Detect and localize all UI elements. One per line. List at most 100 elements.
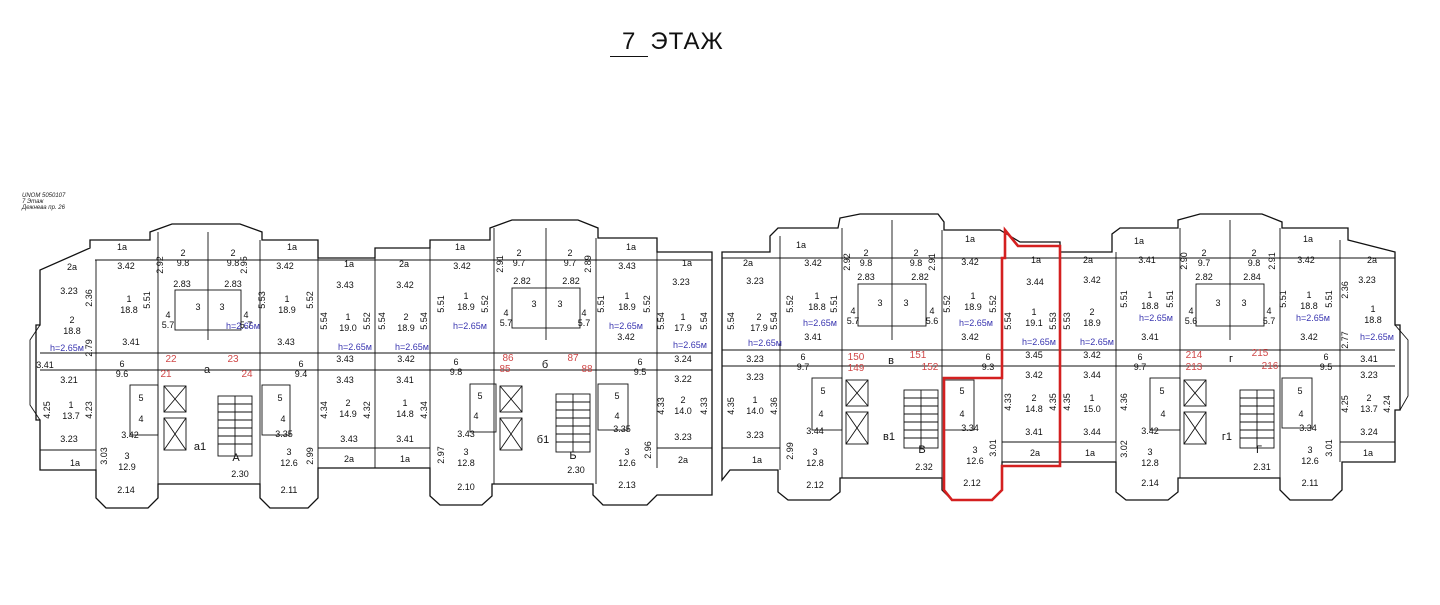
plan-label: 3.35 — [275, 429, 293, 439]
plan-label: 5.7 — [500, 318, 513, 328]
plan-label: 1a — [682, 258, 692, 268]
plan-label: 18.9 — [1083, 318, 1101, 328]
plan-label: 5 — [959, 386, 964, 396]
plan-label: 9.3 — [982, 362, 995, 372]
plan-label: 17.9 — [750, 323, 768, 333]
vertical-dimension: 5.53 — [1048, 312, 1058, 330]
apartment-number: 85 — [499, 364, 511, 375]
plan-label: 6 — [1323, 352, 1328, 362]
plan-label: 2 — [1201, 248, 1206, 258]
plan-label: 1a — [626, 242, 636, 252]
plan-label: 6 — [453, 357, 458, 367]
plan-label: 3.35 — [613, 424, 631, 434]
plan-label: 5 — [477, 391, 482, 401]
plan-label: 3.41 — [804, 332, 822, 342]
plan-label: 3.34 — [961, 423, 979, 433]
plan-label: 1 — [1031, 307, 1036, 317]
vertical-dimension: 2.92 — [155, 256, 165, 274]
vertical-dimension: 2.36 — [1340, 281, 1350, 299]
plan-label: 2.13 — [618, 480, 636, 490]
section-letter: А — [232, 452, 240, 464]
plan-label: 5.6 — [1185, 316, 1198, 326]
plan-label: 1a — [965, 234, 975, 244]
ceiling-height: h=2.65м — [1296, 313, 1330, 323]
vertical-dimension: 4.33 — [1003, 393, 1013, 411]
vertical-dimension: 4.36 — [769, 397, 779, 415]
section-letter: б — [542, 359, 548, 371]
vertical-dimension: 5.51 — [829, 295, 839, 313]
plan-label: 9.8 — [860, 258, 873, 268]
plan-label: 9.7 — [1134, 362, 1147, 372]
vertical-dimension: 3.03 — [99, 447, 109, 465]
plan-label: 6 — [119, 359, 124, 369]
section-letter: г — [1229, 353, 1233, 365]
floor-number: 7 — [610, 28, 649, 57]
plan-label: 3.23 — [746, 276, 764, 286]
plan-label: 5 — [820, 386, 825, 396]
plan-label: 18.8 — [120, 305, 138, 315]
plan-label: 3.43 — [618, 261, 636, 271]
vertical-dimension: 5.51 — [436, 295, 446, 313]
vertical-dimension: 5.52 — [942, 295, 952, 313]
apartment-number: 23 — [227, 354, 239, 365]
plan-label: 3.41 — [396, 375, 414, 385]
plan-label: 1a — [796, 240, 806, 250]
plan-label: 2a — [743, 258, 753, 268]
apartment-number: 150 — [848, 352, 865, 363]
plan-label: 3.43 — [336, 354, 354, 364]
vertical-dimension: 5.52 — [480, 295, 490, 313]
plan-label: 3.44 — [806, 426, 824, 436]
plan-label: 9.5 — [634, 367, 647, 377]
plan-label: 9.5 — [1320, 362, 1333, 372]
plan-label: 4 — [1160, 409, 1165, 419]
plan-label: 5 — [138, 393, 143, 403]
vertical-dimension: 2.36 — [84, 289, 94, 307]
plan-label: 18.9 — [397, 323, 415, 333]
plan-label: 3.42 — [1141, 426, 1159, 436]
plan-label: 1a — [1085, 448, 1095, 458]
plan-label: 1 — [752, 395, 757, 405]
plan-label: 3.42 — [453, 261, 471, 271]
plan-label: 5 — [1297, 386, 1302, 396]
plan-label: 12.8 — [457, 458, 475, 468]
apartment-number: 88 — [581, 364, 593, 375]
plan-label: 2 — [1251, 248, 1256, 258]
plan-label: 3.22 — [674, 374, 692, 384]
plan-label: 18.9 — [964, 302, 982, 312]
meta-floor: 7 Этаж — [22, 199, 44, 205]
vertical-dimension: 3.02 — [1119, 440, 1129, 458]
ceiling-height: h=2.65м — [1139, 313, 1173, 323]
plan-label: 4 — [929, 306, 934, 316]
section-letter: в1 — [883, 431, 895, 443]
vertical-dimension: 5.52 — [305, 291, 315, 309]
plan-label: 19.0 — [339, 323, 357, 333]
ceiling-height: h=2.65м — [50, 343, 84, 353]
vertical-dimension: 4.23 — [84, 401, 94, 419]
plan-label: 4 — [165, 310, 170, 320]
plan-label: 2 — [680, 395, 685, 405]
plan-label: 1 — [68, 400, 73, 410]
plan-label: 5 — [614, 391, 619, 401]
plan-label: 3.43 — [336, 280, 354, 290]
plan-label: 2 — [403, 312, 408, 322]
vertical-dimension: 4.36 — [1119, 393, 1129, 411]
apartment-number: 21 — [160, 369, 172, 380]
plan-label: 2.82 — [513, 276, 531, 286]
plan-label: 3 — [1147, 447, 1152, 457]
plan-label: 3.41 — [1025, 427, 1043, 437]
section-letter: б1 — [537, 434, 549, 446]
plan-label: 12.6 — [618, 458, 636, 468]
plan-label: 17.9 — [674, 323, 692, 333]
plan-label: 18.8 — [808, 302, 826, 312]
section-letter: Г — [1256, 444, 1262, 456]
outline-block-2 — [721, 213, 1401, 501]
vertical-dimension: 4.24 — [1382, 395, 1392, 413]
plan-label: 18.8 — [1300, 301, 1318, 311]
plan-label: 3 — [1215, 298, 1220, 308]
plan-label: 4 — [850, 306, 855, 316]
plan-label: 1 — [624, 291, 629, 301]
plan-label: 2.32 — [915, 462, 933, 472]
